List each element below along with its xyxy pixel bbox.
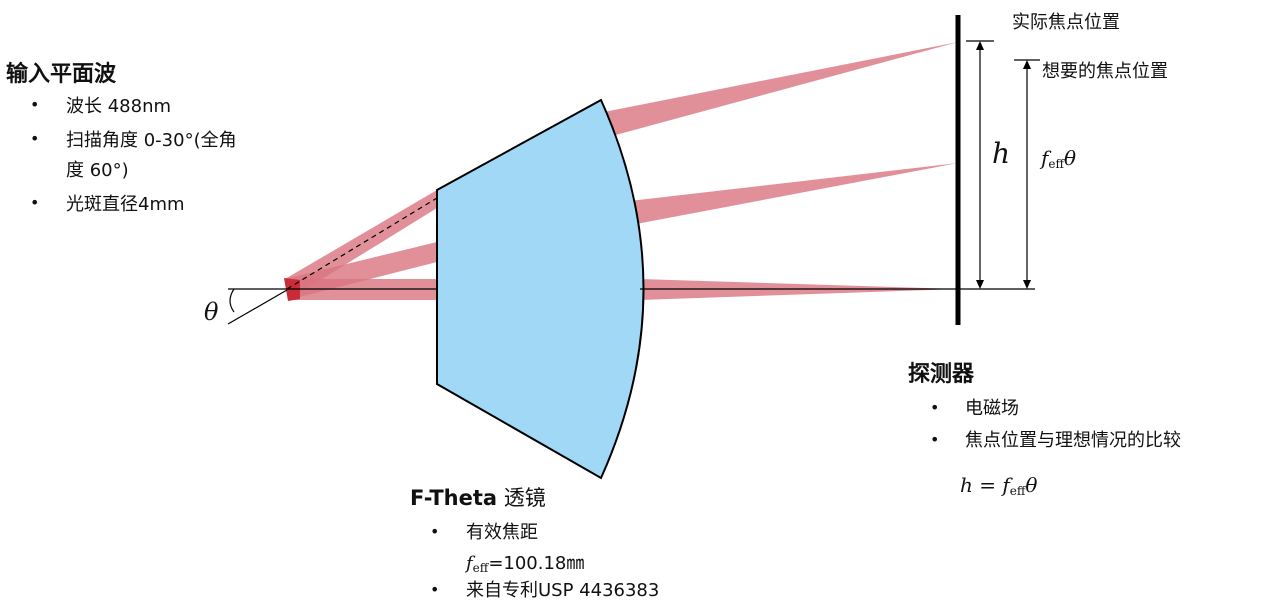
input-item-scan-angle: 扫描角度 0-30°(全角 bbox=[66, 130, 237, 151]
formula-f: f bbox=[1002, 473, 1010, 497]
detector-formula: h = feffθ bbox=[960, 473, 1037, 498]
bullet-dot: • bbox=[930, 430, 940, 449]
bullet-dot: • bbox=[430, 580, 440, 599]
beam-out-30deg bbox=[604, 42, 958, 136]
desired-focus-label: 想要的焦点位置 bbox=[1042, 61, 1168, 82]
feff-sub: eff bbox=[1048, 157, 1065, 171]
detector-item-em-field: 电磁场 bbox=[965, 398, 1019, 419]
lens-focal-value: feff=100.18㎜ bbox=[466, 549, 584, 575]
chief-ray-dashed bbox=[286, 197, 438, 290]
feff-theta: θ bbox=[1064, 146, 1077, 170]
detector-title: 探测器 bbox=[908, 362, 975, 387]
lens-item-focal-length: 有效焦距 bbox=[466, 522, 538, 543]
input-item-spot-diameter: 光斑直径4mm bbox=[66, 194, 185, 215]
h-arrow-head-top bbox=[976, 41, 984, 50]
f-theta-lens bbox=[436, 98, 645, 480]
feff-arrow-head-bottom bbox=[1023, 280, 1031, 289]
lens-focal-sub: eff bbox=[472, 561, 489, 575]
input-item-scan-angle-cont: 度 60°) bbox=[66, 160, 129, 181]
lens-item-patent: 来自专利USP 4436383 bbox=[466, 580, 660, 601]
lens-title-bold: F-Theta bbox=[410, 486, 498, 510]
bullet-dot: • bbox=[30, 193, 40, 212]
lens-title-rest: 透镜 bbox=[503, 486, 546, 510]
h-arrow-head-bottom bbox=[976, 280, 984, 289]
bullet-dot: • bbox=[430, 522, 440, 541]
formula-sub: eff bbox=[1009, 484, 1026, 498]
bullet-dot: • bbox=[30, 129, 40, 148]
input-title: 输入平面波 bbox=[6, 62, 117, 87]
theta-label: θ bbox=[204, 298, 219, 326]
formula-theta: θ bbox=[1025, 473, 1038, 497]
actual-focus-label: 实际焦点位置 bbox=[1012, 12, 1120, 33]
formula-lhs: h = bbox=[960, 473, 996, 497]
detector-item-comparison: 焦点位置与理想情况的比较 bbox=[965, 430, 1181, 451]
beam-out-15deg bbox=[630, 163, 958, 224]
input-item-wavelength: 波长 488nm bbox=[66, 96, 172, 117]
angle-ray bbox=[227, 289, 288, 325]
lens-focal-number: =100.18㎜ bbox=[488, 553, 585, 574]
lens-focal-f: f bbox=[466, 553, 473, 574]
feff-f: f bbox=[1041, 146, 1049, 170]
bullet-dot: • bbox=[930, 398, 940, 417]
lens-title: F-Theta 透镜 bbox=[410, 482, 546, 512]
theta-arc bbox=[229, 288, 235, 313]
feff-arrow-head-top bbox=[1023, 60, 1031, 69]
bullet-dot: • bbox=[30, 95, 40, 114]
h-label: h bbox=[992, 137, 1011, 170]
feff-theta-label: feffθ bbox=[1041, 146, 1076, 171]
